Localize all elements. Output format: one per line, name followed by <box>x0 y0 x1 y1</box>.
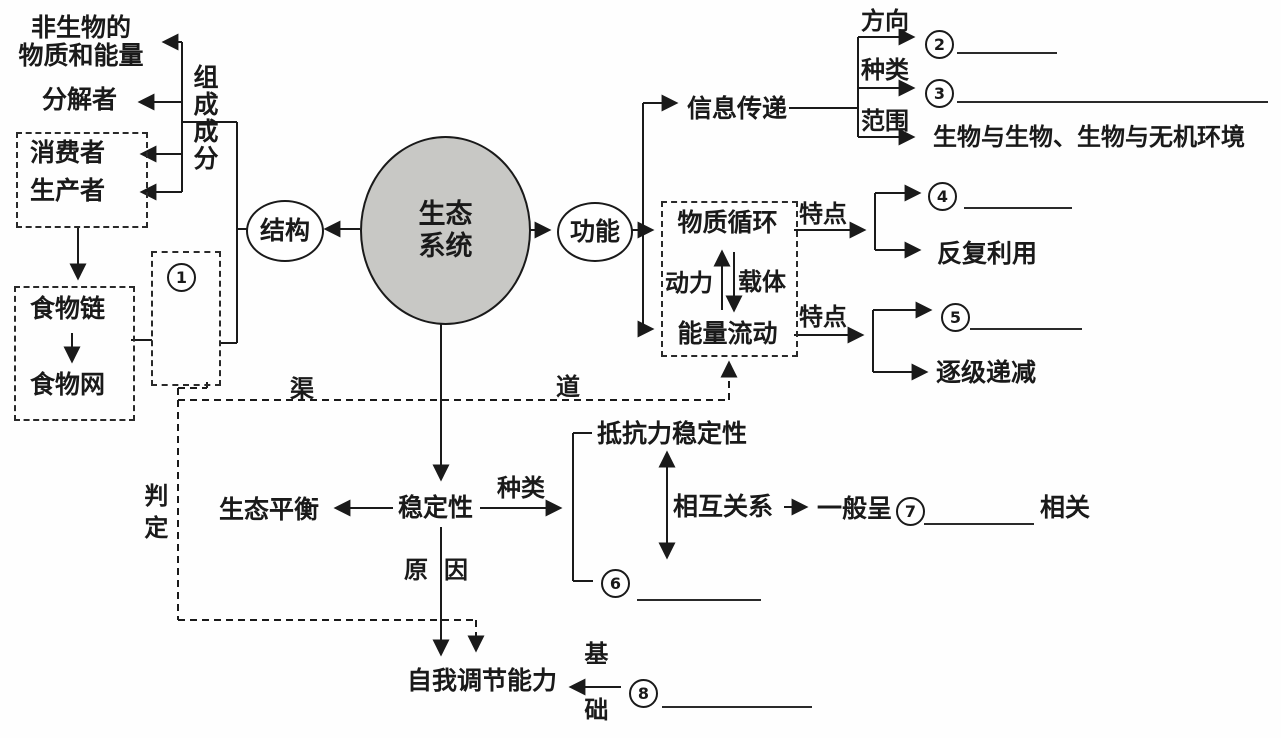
judge-label: 判定 <box>139 483 168 547</box>
scope-label: 范围 <box>861 107 909 135</box>
decomposer-label: 分解者 <box>42 85 118 114</box>
blank-4-line <box>964 185 1072 209</box>
nonbiotic-line2: 物质和能量 <box>18 41 144 70</box>
blank-6-line <box>637 577 761 601</box>
relation-prefix-label: 一般呈 <box>817 494 893 523</box>
circled-number-4: 4 <box>928 182 957 211</box>
reason-label: 原因 <box>404 556 484 584</box>
blank-3-line <box>957 79 1268 103</box>
relation-suffix-label: 相关 <box>1040 493 1091 522</box>
blank-5-line <box>970 306 1082 330</box>
circled-number-1: 1 <box>167 263 196 292</box>
food-chain-web-box <box>14 286 135 421</box>
blank-1-box <box>151 251 221 386</box>
ecosystem-node: 生态系统 <box>360 136 531 325</box>
food-web-label: 食物网 <box>30 370 106 399</box>
circled-number-6: 6 <box>601 569 630 598</box>
basis-label: 基础 <box>579 641 608 738</box>
function-node: 功能 <box>557 202 633 262</box>
info-transfer-label: 信息传递 <box>687 94 788 123</box>
consumer-label: 消费者 <box>30 138 106 167</box>
channel-label-left: 渠 <box>290 375 314 403</box>
kind-label-info: 种类 <box>861 56 909 84</box>
direction-label: 方向 <box>861 7 909 35</box>
carrier-label: 载体 <box>738 268 786 296</box>
consumer-producer-box <box>16 132 148 228</box>
resistance-stability-label: 抵抗力稳定性 <box>597 419 748 448</box>
self-regulation-label: 自我调节能力 <box>407 666 558 695</box>
decrease-label: 逐级递减 <box>936 358 1037 387</box>
nonbiotic-matter-energy-label: 非生物的 物质和能量 <box>6 14 156 70</box>
food-chain-label: 食物链 <box>30 294 106 323</box>
energy-flow-label: 能量流动 <box>677 319 778 348</box>
structure-label: 结构 <box>259 216 310 245</box>
circled-number-8: 8 <box>629 679 658 708</box>
circled-number-2: 2 <box>925 30 954 59</box>
matter-energy-box <box>661 201 798 357</box>
blank-7-line <box>924 501 1034 525</box>
power-label: 动力 <box>665 269 713 297</box>
nonbiotic-line1: 非生物的 <box>30 13 131 42</box>
function-label: 功能 <box>569 217 620 246</box>
producer-label: 生产者 <box>30 176 106 205</box>
eco-balance-label: 生态平衡 <box>219 495 320 524</box>
stability-label: 稳定性 <box>398 493 474 522</box>
blank-8-line <box>662 684 812 708</box>
circled-number-7: 7 <box>896 497 925 526</box>
scope-value-label: 生物与生物、生物与无机环境 <box>933 123 1245 151</box>
ecosystem-label: 生态系统 <box>418 199 473 262</box>
kind-label-stability: 种类 <box>497 474 545 502</box>
circled-number-5: 5 <box>941 303 970 332</box>
mutual-relation-label: 相互关系 <box>673 492 774 521</box>
structure-node: 结构 <box>246 200 324 262</box>
matter-cycle-label: 物质循环 <box>677 208 778 237</box>
components-label: 组成成分 <box>190 64 219 172</box>
reuse-label: 反复利用 <box>937 239 1038 268</box>
blank-2-line <box>957 30 1057 54</box>
channel-label-right: 道 <box>556 373 580 401</box>
feature-label-bottom: 特点 <box>799 303 847 331</box>
feature-label-top: 特点 <box>799 200 847 228</box>
circled-number-3: 3 <box>925 79 954 108</box>
